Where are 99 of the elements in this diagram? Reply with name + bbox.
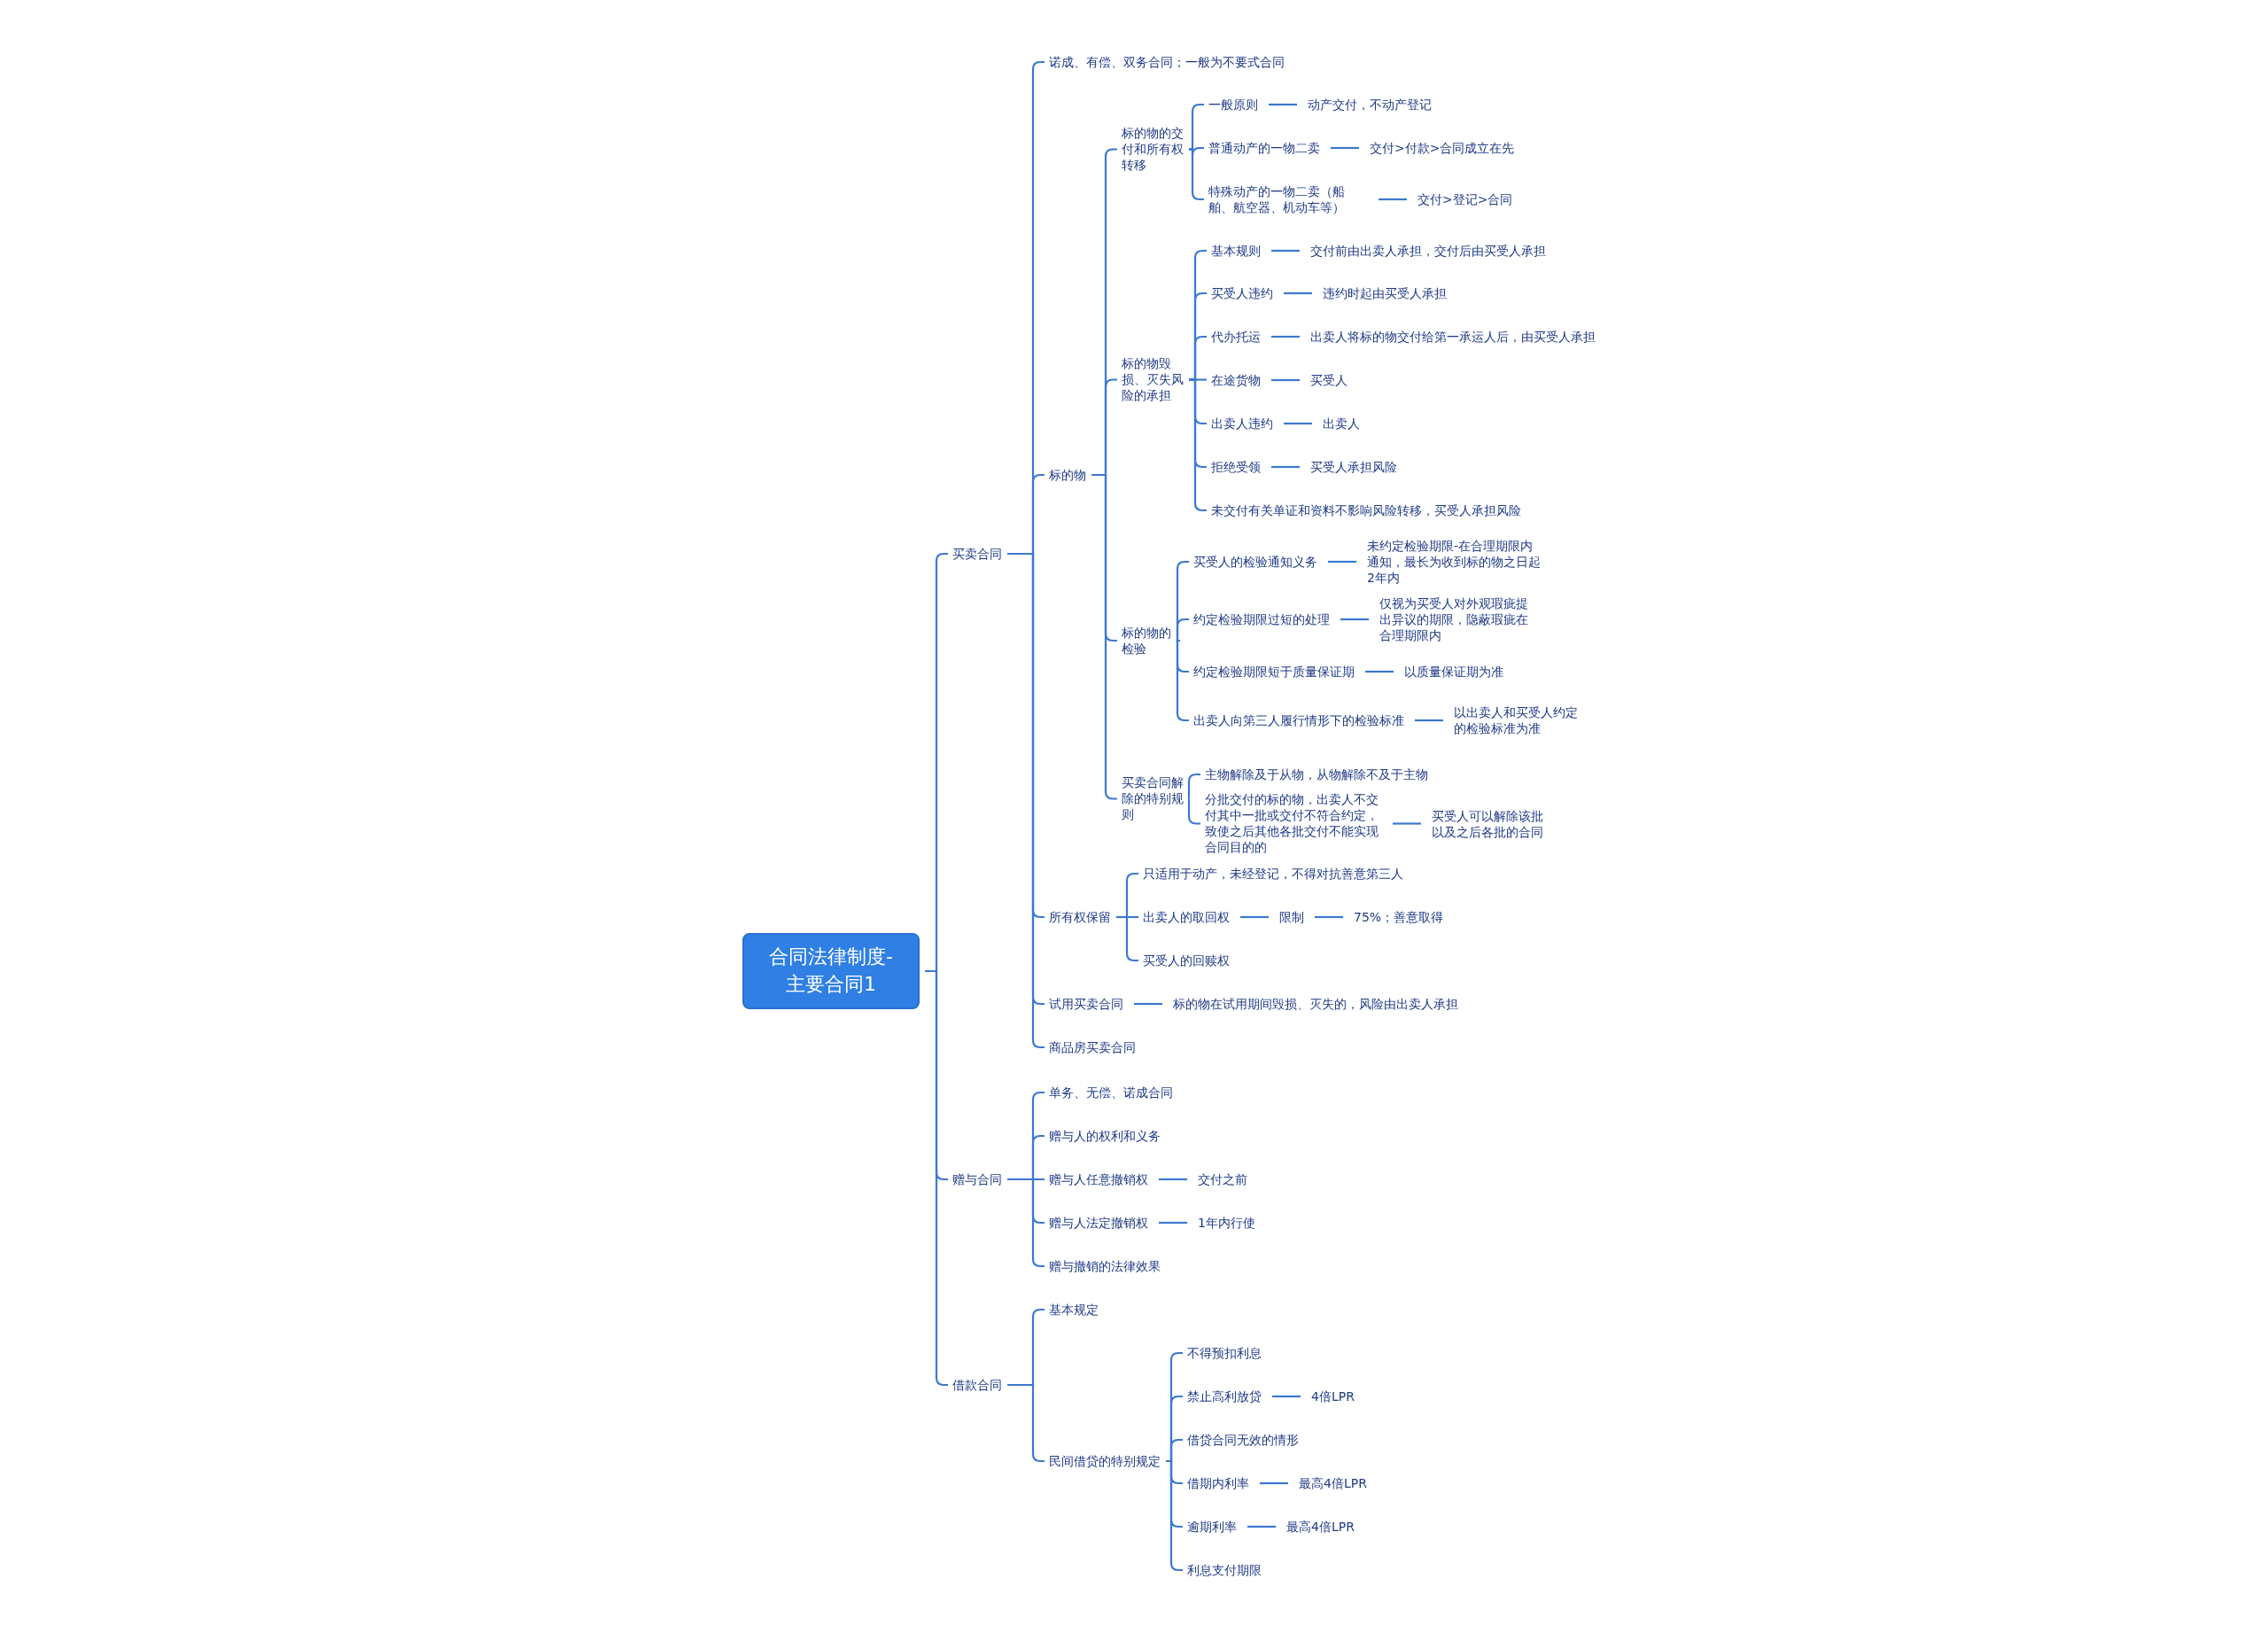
topic-text: 只适用于动产，未经登记，不得对抗善意第三人 <box>1143 866 1403 883</box>
connector-line <box>1176 639 1189 722</box>
topic-text: 诺成、有偿、双务合同；一般为不要式合同 <box>1049 54 1285 71</box>
topic-text: 借贷合同无效的情形 <box>1187 1432 1299 1449</box>
connector-line <box>1187 797 1200 825</box>
connector-line <box>1176 618 1189 642</box>
topic-text: 赠与合同 <box>952 1171 1002 1188</box>
connector-line <box>1340 618 1369 621</box>
connector-line <box>1328 560 1356 564</box>
connector-line <box>1271 465 1300 469</box>
topic-text: 出卖人 <box>1323 416 1360 432</box>
topic-text: 标的物的检验 <box>1122 625 1175 657</box>
topic-text: 出卖人将标的物交付给第一承运人后，由买受人承担 <box>1310 329 1596 346</box>
connector-line <box>1271 378 1300 382</box>
connector-line <box>1284 292 1312 295</box>
topic-text: 标的物的交付和所有权转移 <box>1122 124 1184 174</box>
topic-text: 出卖人违约 <box>1211 416 1273 432</box>
connector-line <box>1159 1221 1187 1225</box>
topic-text: 不得预扣利息 <box>1187 1345 1262 1362</box>
topic-text: 所有权保留 <box>1049 909 1111 926</box>
connector-line <box>1134 1002 1162 1006</box>
topic-text: 借期内利率 <box>1187 1475 1249 1492</box>
topic-text: 在途货物 <box>1211 372 1261 389</box>
topic-text: 限制 <box>1279 909 1304 926</box>
connector-line <box>1116 915 1138 962</box>
topic-text: 标的物 <box>1049 467 1086 484</box>
topic-text: 最高4倍LPR <box>1299 1475 1367 1492</box>
connector-line <box>1189 103 1204 151</box>
topic-text: 代办托运 <box>1211 329 1261 346</box>
topic-text: 买受人违约 <box>1211 285 1273 302</box>
topic-text: 75%；善意取得 <box>1354 909 1444 926</box>
topic-text: 仅视为买受人对外观瑕疵提出异议的期限，隐蔽瑕疵在合理期限内 <box>1379 595 1530 644</box>
topic-text: 分批交付的标的物，出卖人不交付其中一批或交付不符合约定，致使之后其他各批交付不能实现合同目的的 <box>1205 790 1382 856</box>
connector-line <box>1315 915 1343 919</box>
topic-text: 标的物在试用期间毁损、灭失的，风险由出卖人承担 <box>1173 996 1458 1013</box>
topic-text: 未约定检验期限-在合理期限内通知，最长为收到标的物之日起2年内 <box>1367 537 1544 587</box>
topic-text: 标的物毁损、灭失风险的承担 <box>1122 354 1184 404</box>
topic-text: 赠与人法定撤销权 <box>1049 1215 1148 1232</box>
topic-text: 买卖合同解除的特别规则 <box>1122 774 1184 823</box>
topic-text: 赠与人任意撤销权 <box>1049 1171 1148 1188</box>
topic-text: 基本规定 <box>1049 1302 1099 1318</box>
topic-text: 单务、无偿、诺成合同 <box>1049 1085 1173 1101</box>
topic-text: 交付>付款>合同成立在先 <box>1370 140 1515 157</box>
topic-text: 约定检验期限短于质量保证期 <box>1193 664 1355 680</box>
connector-line <box>1331 146 1359 150</box>
topic-text: 最高4倍LPR <box>1286 1519 1355 1536</box>
topic-text: 买受人的回赎权 <box>1143 953 1230 969</box>
topic-text: 4倍LPR <box>1311 1388 1355 1405</box>
topic-text: 买受人的检验通知义务 <box>1193 554 1317 571</box>
topic-text: 交付前由出卖人承担，交付后由买受人承担 <box>1310 243 1546 260</box>
topic-text: 禁止高利放贷 <box>1187 1388 1262 1405</box>
topic-text: 一般原则 <box>1208 97 1258 113</box>
connector-line <box>1271 335 1300 338</box>
connector-line <box>1260 1481 1288 1485</box>
topic-box: 合同法律制度-主要合同1 <box>742 933 920 1009</box>
topic-text: 赠与撤销的法律效果 <box>1049 1258 1161 1275</box>
topic-text: 利息支付期限 <box>1187 1562 1262 1579</box>
connector-line <box>1379 198 1407 201</box>
connector-line <box>1271 249 1300 253</box>
topic-text: 1年内行使 <box>1198 1215 1255 1232</box>
connector-line <box>1247 1525 1276 1528</box>
topic-text: 逾期利率 <box>1187 1519 1237 1536</box>
topic-text: 交付之前 <box>1198 1171 1247 1188</box>
connector-line <box>1166 1459 1183 1572</box>
topic-text: 违约时起由买受人承担 <box>1323 285 1447 302</box>
topic-text: 买受人 <box>1310 372 1348 389</box>
topic-text: 主物解除及于从物，从物解除不及于主物 <box>1205 766 1428 783</box>
topic-text: 买受人承担风险 <box>1310 459 1397 476</box>
topic-text: 拒绝受领 <box>1211 459 1261 476</box>
connector-line <box>1284 422 1312 425</box>
topic-text: 出卖人的取回权 <box>1143 909 1230 926</box>
topic-text: 交付>登记>合同 <box>1418 191 1513 208</box>
connector-line <box>1240 915 1269 919</box>
connector-line <box>1272 1395 1301 1398</box>
connector-line <box>1189 148 1204 201</box>
connector-line <box>1393 822 1421 825</box>
topic-text: 以出卖人和买受人约定的检验标准为准 <box>1454 704 1587 737</box>
connector-line <box>1365 670 1394 673</box>
topic-text: 商品房买卖合同 <box>1049 1039 1136 1056</box>
topic-text: 试用买卖合同 <box>1049 996 1123 1013</box>
topic-text: 民间借贷的特别规定 <box>1049 1453 1161 1470</box>
connector-line <box>1415 719 1443 722</box>
topic-text: 动产交付，不动产登记 <box>1308 97 1432 113</box>
topic-text: 以质量保证期为准 <box>1404 664 1503 680</box>
topic-text: 基本规则 <box>1211 243 1261 260</box>
connector-line <box>1091 473 1117 800</box>
topic-text: 买卖合同 <box>952 546 1002 563</box>
topic-text: 普通动产的一物二卖 <box>1208 140 1320 157</box>
connector-line <box>1269 103 1297 106</box>
topic-text: 约定检验期限过短的处理 <box>1193 611 1330 628</box>
topic-text: 赠与人的权利和义务 <box>1049 1128 1161 1145</box>
topic-text: 出卖人向第三人履行情形下的检验标准 <box>1193 712 1404 729</box>
topic-text: 买受人可以解除该批以及之后各批的合同 <box>1432 807 1547 840</box>
topic-text: 特殊动产的一物二卖（船舶、航空器、机动车等） <box>1208 183 1368 216</box>
connector-line <box>1187 773 1200 800</box>
connector-line <box>1189 378 1207 512</box>
topic-text: 未交付有关单证和资料不影响风险转移，买受人承担风险 <box>1211 502 1521 519</box>
connector-line <box>1159 1178 1187 1181</box>
topic-text: 借款合同 <box>952 1377 1002 1394</box>
